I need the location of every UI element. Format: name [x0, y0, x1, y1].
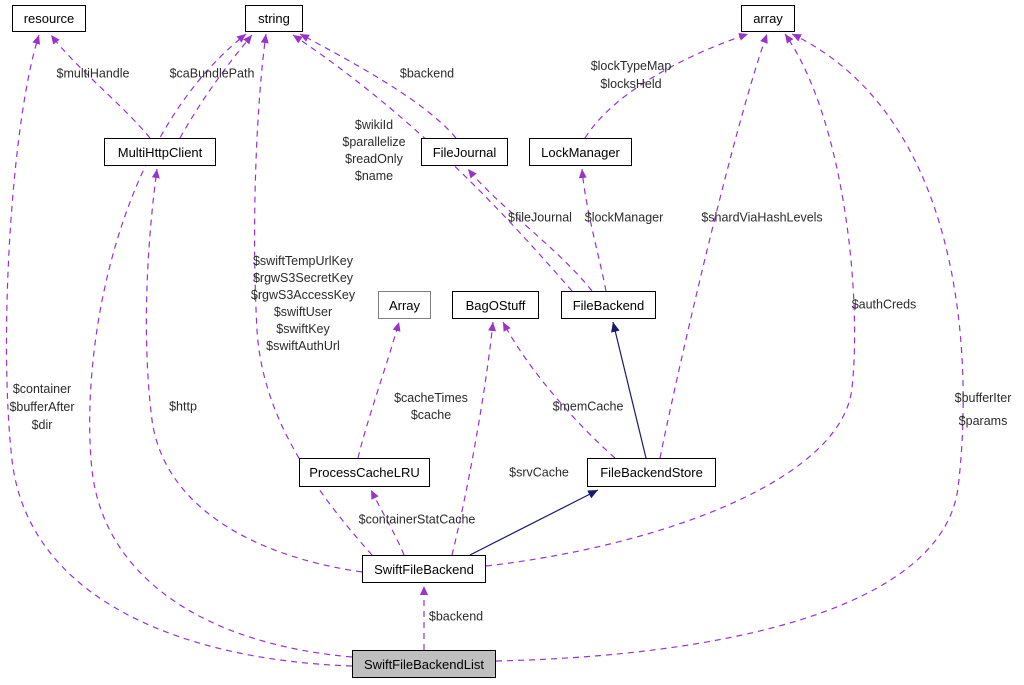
node-multihttpclient[interactable]: MultiHttpClient	[104, 138, 216, 166]
edge-filebackendstore-array	[659, 33, 768, 459]
edge-label-line: $swiftUser	[273, 305, 333, 319]
edge-swiftfilebackend-bagostuff	[451, 321, 497, 556]
edge-inherit-filebackendstore-filebackend	[611, 321, 647, 459]
edge-swiftfilebackendlist-array	[495, 33, 964, 662]
edge-filejournal-string	[299, 33, 457, 139]
edge-label-lockmanager-array: $lockTypeMap $locksHeld	[591, 57, 672, 93]
edge-label-line: $params	[958, 414, 1008, 428]
edge-label-cabundlepath: $caBundlePath	[169, 66, 255, 81]
node-filebackend[interactable]: FileBackend	[561, 291, 656, 319]
edge-multihttpclient-string	[179, 34, 253, 139]
edge-label-line: $rgwS3AccessKey	[250, 288, 356, 302]
edge-label-line: $dir	[31, 418, 53, 432]
edge-processcachelru-arrayclass	[357, 321, 401, 459]
edge-label-lockmanager: $lockManager	[584, 210, 664, 225]
edge-label-list-backend: $backend	[428, 609, 484, 624]
edge-label-line: $locksHeld	[600, 77, 662, 91]
edge-label-swift-string: $swiftTempUrlKey $rgwS3SecretKey $rgwS3A…	[251, 253, 355, 355]
node-array-class: Array	[378, 291, 431, 319]
edge-filebackend-filejournal	[467, 168, 593, 292]
edge-label-http: $http	[169, 399, 197, 414]
edge-filebackend-string	[292, 34, 573, 292]
edge-label-line: $swiftAuthUrl	[266, 339, 340, 353]
edge-filebackendstore-bagostuff	[502, 321, 616, 459]
node-filebackendstore[interactable]: FileBackendStore	[587, 458, 716, 487]
edge-label-authcreds: $authCreds	[851, 297, 917, 312]
edge-label-list-left: $container $bufferAfter $dir	[9, 380, 74, 434]
edge-label-line: $lockTypeMap	[590, 59, 672, 73]
node-string: string	[245, 5, 303, 32]
node-lockmanager[interactable]: LockManager	[529, 138, 632, 166]
edge-label-line: $bufferAfter	[9, 400, 75, 414]
edge-label-multihandle: $multiHandle	[56, 66, 130, 81]
node-resource: resource	[12, 5, 86, 32]
edge-multihttpclient-resource	[50, 34, 151, 139]
edge-label-srvcache: $srvCache	[509, 465, 569, 480]
node-processcachelru[interactable]: ProcessCacheLRU	[299, 458, 430, 487]
edge-swiftfilebackendlist-resource	[5, 34, 353, 667]
edge-label-line: $wikiId	[354, 118, 394, 132]
edge-swiftfilebackend-array	[485, 33, 856, 567]
edge-label-line: $cache	[410, 408, 452, 422]
edge-label-line: $swiftKey	[276, 322, 330, 336]
edge-label-line: $name	[354, 169, 394, 183]
edge-label-bufferiter-params: $bufferIter $params	[955, 387, 1012, 433]
node-array: array	[741, 5, 795, 32]
edge-label-shardviahashlevels: $shardViaHashLevels	[701, 210, 823, 225]
edge-label-cache-group: $cacheTimes $cache	[394, 390, 468, 424]
edge-label-filebackend-string: $wikiId $parallelize $readOnly $name	[342, 117, 405, 185]
edge-swiftfilebackend-multihttpclient	[145, 168, 363, 573]
edge-filebackend-lockmanager	[578, 168, 607, 292]
edge-label-line: $cacheTimes	[394, 391, 468, 405]
edge-label-memcache: $memCache	[552, 399, 624, 414]
edge-label-line: $swiftTempUrlKey	[252, 254, 354, 268]
edge-label-containerstatcache: $containerStatCache	[358, 512, 476, 527]
edge-swiftfilebackend-processcachelru	[370, 489, 405, 556]
edge-label-filejournal: $fileJournal	[508, 210, 572, 225]
node-bagostuff[interactable]: BagOStuff	[452, 291, 539, 319]
edge-label-line: $bufferIter	[954, 391, 1012, 405]
node-swiftfilebackend[interactable]: SwiftFileBackend	[362, 555, 486, 583]
edge-label-journal-backend: $backend	[399, 66, 455, 81]
edge-inherit-swiftfilebackend-filebackendstore	[469, 489, 599, 556]
edge-label-line: $container	[12, 382, 72, 396]
edge-label-line: $readOnly	[345, 152, 403, 166]
node-filejournal[interactable]: FileJournal	[421, 138, 508, 166]
node-swiftfilebackendlist: SwiftFileBackendList	[352, 650, 496, 678]
edge-label-line: $rgwS3SecretKey	[252, 271, 354, 285]
edge-label-line: $parallelize	[342, 135, 406, 149]
edge-lockmanager-array	[584, 33, 749, 139]
